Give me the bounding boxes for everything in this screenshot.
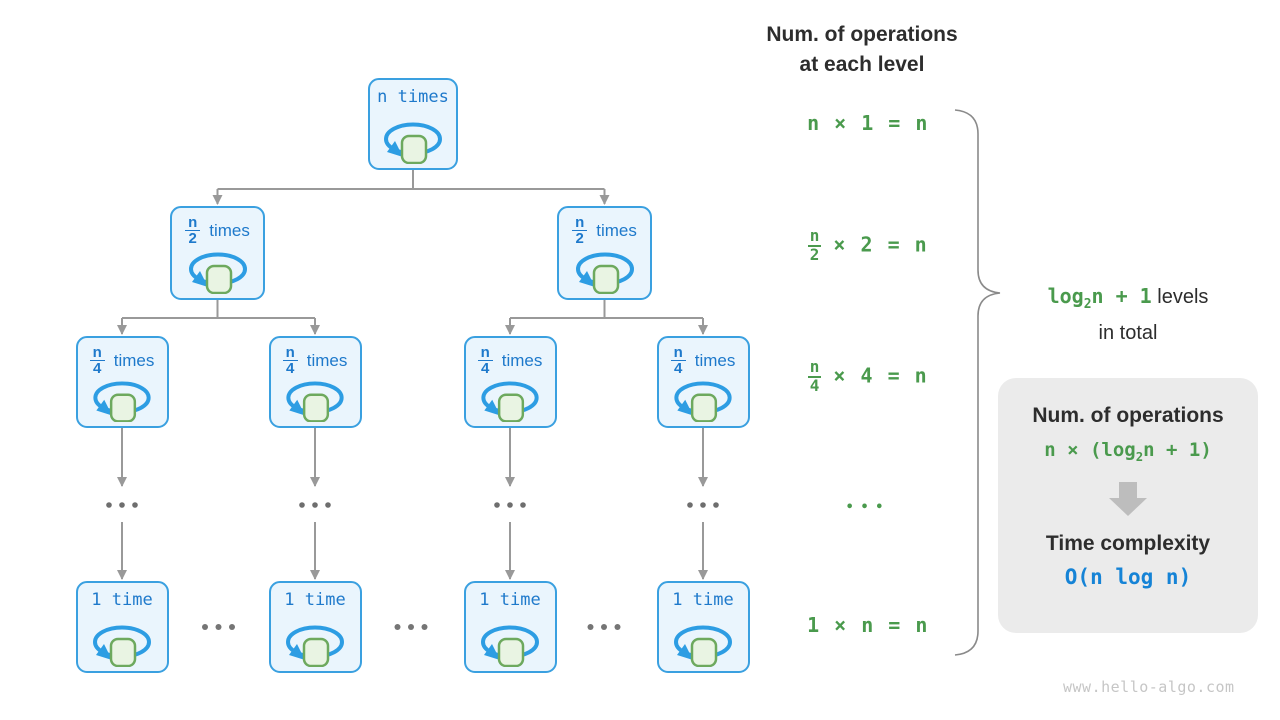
- equation-level1: n × 1 = n: [807, 111, 929, 135]
- loop-icon: [481, 381, 539, 422]
- node-label: 1 time: [284, 590, 346, 610]
- column-header: Num. of operations at each level: [722, 20, 1002, 80]
- loop-icon: [286, 381, 344, 422]
- watermark: www.hello-algo.com: [1063, 678, 1235, 696]
- tree-node-leaf-3: 1 time: [463, 581, 557, 673]
- loop-icon: [481, 625, 539, 667]
- summary-title2: Time complexity: [1045, 531, 1211, 555]
- summary-formula: n × (log2n + 1): [1044, 439, 1212, 464]
- node-label: 1 time: [479, 590, 541, 610]
- levels-formula: log2n + 1: [1047, 284, 1152, 312]
- tree-node-leaf-4: 1 time: [656, 581, 750, 673]
- summary-box: Num. of operations n × (log2n + 1) Time …: [998, 378, 1258, 633]
- column-header-line2: at each level: [799, 53, 925, 76]
- loop-icon: [384, 122, 442, 164]
- levels-note-line2: in total: [1098, 322, 1158, 344]
- loop-icon: [188, 252, 247, 294]
- loop-icon: [575, 252, 634, 294]
- summary-title: Num. of operations: [1032, 404, 1224, 427]
- loop-icon: [93, 625, 151, 667]
- loop-icon: [286, 625, 344, 667]
- tree-node-leaf-2: 1 time: [268, 581, 362, 673]
- leaf-row-ellipsis-dots: [202, 624, 621, 630]
- time-complexity-value: O(n log n): [1064, 564, 1192, 589]
- node-label: 1 time: [91, 590, 153, 610]
- loop-icon: [674, 625, 732, 667]
- levels-brace: [954, 109, 1001, 656]
- column-header-line1: Num. of operations: [766, 23, 958, 46]
- loop-icon: [93, 381, 151, 422]
- loop-icon: [674, 381, 732, 422]
- equation-ellipsis: •••: [845, 500, 891, 515]
- column-ellipsis-dots: [106, 502, 719, 508]
- tree-node-leaf-1: 1 time: [75, 581, 169, 673]
- equation-leaf: 1 × n = n: [807, 613, 929, 637]
- down-arrow-icon: [1109, 481, 1147, 516]
- node-label: 1 time: [672, 590, 734, 610]
- tree-node-root: n times: [368, 78, 458, 170]
- node-label: n times: [377, 87, 449, 107]
- levels-note-line1: log2n + 1 levels: [1047, 284, 1209, 312]
- levels-note: log2n + 1 levels in total: [1002, 282, 1254, 348]
